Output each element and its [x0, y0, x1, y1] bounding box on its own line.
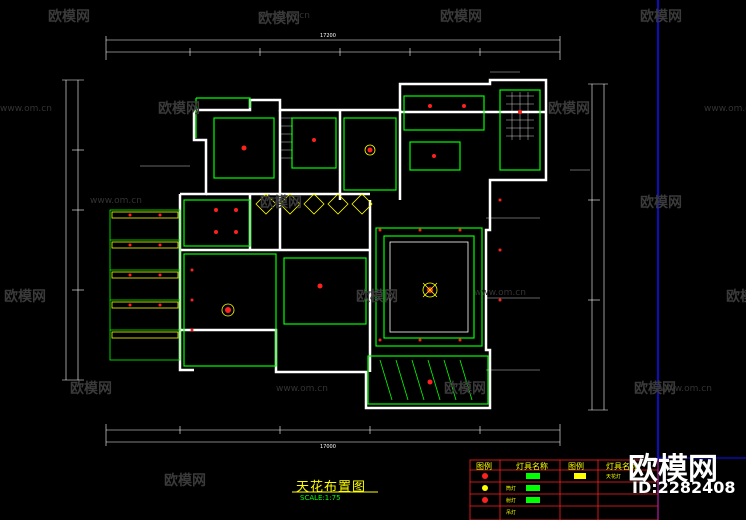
legend-symbols	[482, 473, 586, 503]
watermark-url: www.om.cn	[276, 384, 328, 394]
legend-item: 吊灯	[506, 510, 517, 516]
watermark-url: www.om.cn	[660, 384, 712, 394]
watermark-text: 欧模网	[48, 9, 90, 25]
watermark-text: 欧模网	[258, 11, 300, 27]
watermark-text: 欧模网	[164, 473, 206, 489]
chandelier-symbols	[221, 144, 438, 317]
left-dimensions	[62, 79, 84, 381]
watermark-text: 欧模网	[640, 195, 682, 211]
watermark-text: 欧模网	[640, 9, 682, 25]
watermark-text: 欧模网	[726, 289, 746, 305]
watermark-text: 欧模网	[440, 9, 482, 25]
watermark-text: 欧模网	[260, 195, 302, 211]
right-dimensions	[588, 83, 608, 411]
balcony-bottom	[379, 359, 473, 401]
watermark-url: www.om.cn	[0, 104, 52, 114]
watermark-url: www.om.cn	[90, 196, 142, 206]
legend-header-icon-2: 图例	[568, 462, 584, 471]
watermark-text: 欧模网	[356, 289, 398, 305]
legend-table	[469, 459, 659, 520]
watermark-text: 欧模网	[548, 101, 590, 117]
legend-header-name: 灯具名称	[516, 462, 548, 471]
legend-item: 筒灯	[506, 486, 517, 492]
balcony-left	[109, 209, 181, 361]
watermark-text: 欧模网	[634, 381, 676, 397]
dimension-bottom: 17000	[320, 444, 336, 450]
drawing-scale: SCALE:1:75	[300, 494, 341, 502]
watermark-url: www.om.cn	[258, 11, 310, 21]
legend-item: 射灯	[506, 498, 517, 504]
watermark-text: 欧模网	[158, 101, 200, 117]
ceiling-outlines	[183, 89, 541, 405]
legend-header-name-2: 灯具名称	[606, 462, 638, 471]
corridor-decor	[255, 193, 373, 215]
watermark-text: 欧模网	[444, 381, 486, 397]
light-fixtures	[128, 104, 522, 385]
watermark-url: www.om.cn	[474, 288, 526, 298]
watermark-url: www.om.cn	[704, 104, 746, 114]
legend-item: 天花灯	[606, 474, 622, 480]
legend-header-icon: 图例	[476, 462, 492, 471]
brand-logo-text: 欧模网	[628, 452, 718, 487]
watermark-text: 欧模网	[70, 381, 112, 397]
kitchen-grid	[280, 92, 534, 159]
walls	[178, 78, 548, 410]
bottom-dimensions	[105, 424, 561, 446]
watermark-text: 欧模网	[4, 289, 46, 305]
top-dimensions	[105, 36, 561, 60]
drawing-title: 天花布置图	[296, 480, 367, 495]
annotation-leaders	[140, 71, 590, 371]
brand-id: ID:2282408	[632, 478, 736, 497]
dimension-top: 17200	[320, 33, 336, 39]
